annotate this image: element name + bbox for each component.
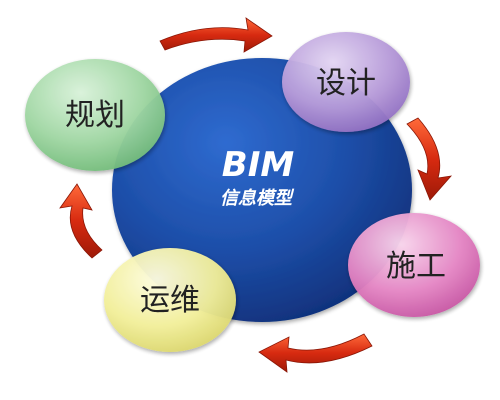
stage-design-label: 设计 — [316, 66, 376, 101]
center-title: BIM — [222, 145, 295, 185]
arrow-right — [406, 117, 453, 201]
stage-planning-label: 规划 — [65, 98, 125, 133]
arrow-bottom — [258, 333, 373, 373]
arrow-left — [59, 183, 103, 259]
stage-planning: 规划 — [25, 59, 165, 171]
stage-operation: 运维 — [104, 248, 236, 352]
stage-construction: 施工 — [348, 213, 480, 317]
center-subtitle: 信息模型 — [220, 188, 295, 209]
stage-construction-label: 施工 — [386, 249, 446, 284]
stage-planning-bubble — [25, 59, 165, 171]
stage-construction-bubble — [348, 213, 480, 317]
stage-operation-label: 运维 — [140, 283, 200, 318]
stage-design-bubble — [282, 32, 410, 132]
arrow-top — [159, 17, 273, 53]
stage-operation-bubble — [104, 248, 236, 352]
stage-design: 设计 — [282, 32, 410, 132]
